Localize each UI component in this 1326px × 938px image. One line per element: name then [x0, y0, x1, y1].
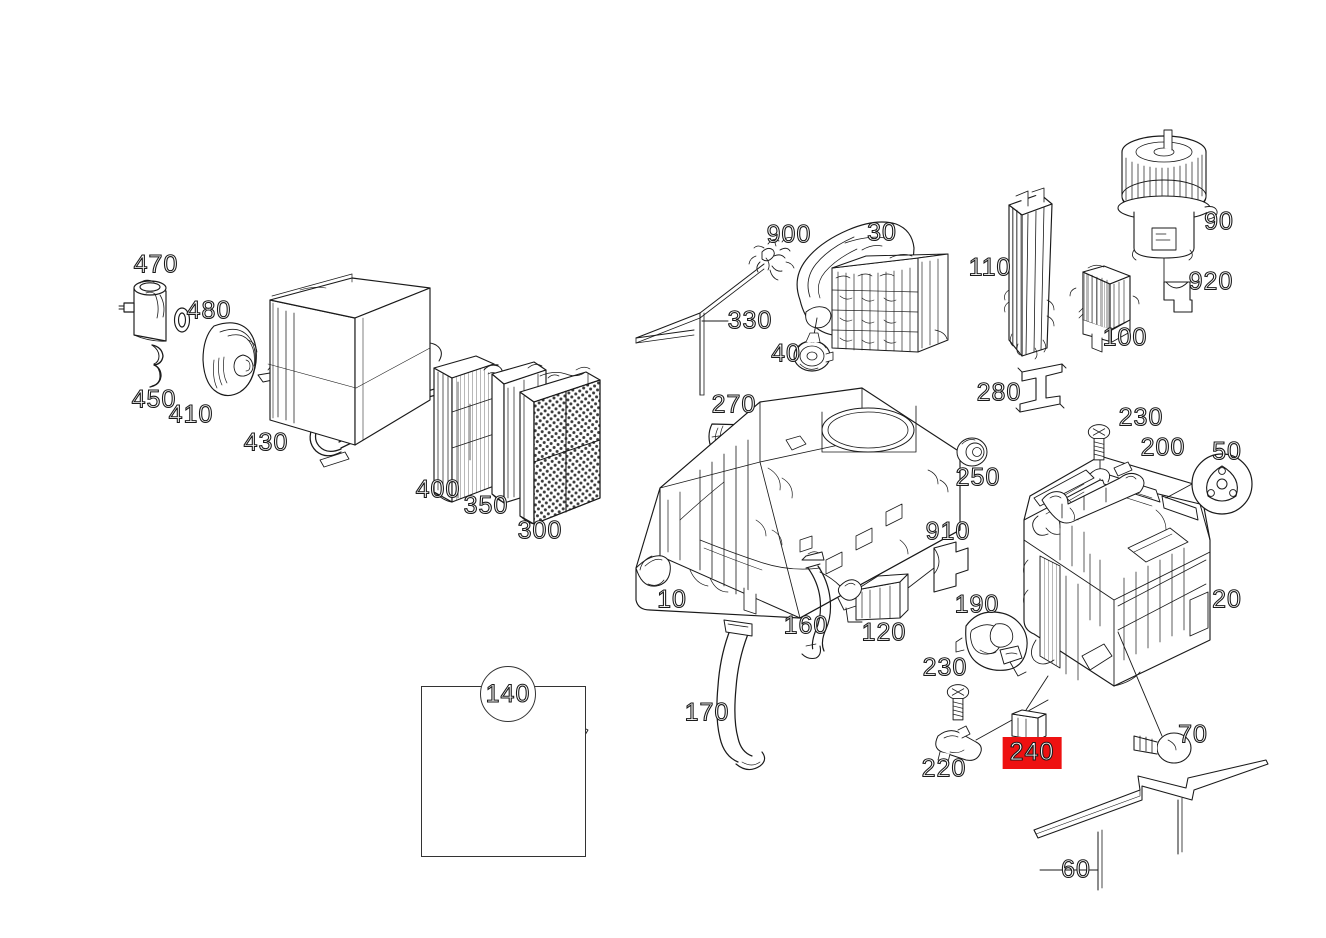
- callout-160[interactable]: 160: [783, 611, 829, 640]
- callout-220[interactable]: 220: [921, 754, 967, 783]
- callout-250[interactable]: 250: [955, 463, 1001, 492]
- part-470-expansion-valve: [118, 279, 167, 342]
- callout-900[interactable]: 900: [766, 220, 812, 249]
- callout-40[interactable]: 40: [771, 339, 801, 368]
- part-400-evaporator-frame: [433, 355, 503, 503]
- callout-410[interactable]: 410: [168, 400, 214, 429]
- callout-10[interactable]: 10: [657, 585, 687, 614]
- part-10-main-housing: [635, 387, 961, 619]
- part-920-bracket: [1163, 281, 1193, 313]
- linkage-detail-inset-box: [421, 686, 586, 857]
- callout-170[interactable]: 170: [684, 698, 730, 727]
- part-30-control-unit: [796, 221, 949, 353]
- callout-920[interactable]: 920: [1188, 267, 1234, 296]
- part-330-seal-strip: [635, 263, 765, 396]
- part-230-bolt-lower: [946, 684, 970, 721]
- callout-480[interactable]: 480: [186, 296, 232, 325]
- part-900-harness-clips: [748, 235, 795, 281]
- callout-100[interactable]: 100: [1102, 323, 1148, 352]
- callout-910[interactable]: 910: [925, 517, 971, 546]
- callout-470[interactable]: 470: [133, 250, 179, 279]
- part-250-grommet: [956, 437, 988, 467]
- callout-20[interactable]: 20: [1212, 585, 1242, 614]
- part-240-retaining-clip: [1011, 675, 1049, 741]
- callout-230b[interactable]: 230: [922, 653, 968, 682]
- part-70-rubber-mount: [1117, 631, 1192, 764]
- callout-70[interactable]: 70: [1178, 720, 1208, 749]
- part-200-linkage-lever: [1032, 461, 1145, 536]
- callout-200[interactable]: 200: [1140, 433, 1186, 462]
- part-190-servo-actuator: [955, 611, 1028, 677]
- callout-430[interactable]: 430: [243, 428, 289, 457]
- callout-300[interactable]: 300: [517, 516, 563, 545]
- part-300-filter-element: [519, 366, 601, 525]
- callout-450[interactable]: 450: [131, 385, 177, 414]
- part-120-water-valve: [819, 571, 909, 623]
- callout-230a[interactable]: 230: [1118, 403, 1164, 432]
- part-40-rotary-actuator: [793, 317, 834, 372]
- callout-270[interactable]: 270: [711, 390, 757, 419]
- callout-280[interactable]: 280: [976, 378, 1022, 407]
- part-170-condensate-hose: [716, 619, 766, 771]
- part-910-bracket: [907, 541, 969, 593]
- callout-240[interactable]: 240: [1002, 737, 1062, 769]
- callout-60[interactable]: 60: [1061, 855, 1091, 884]
- callout-50[interactable]: 50: [1212, 437, 1242, 466]
- callout-190[interactable]: 190: [954, 590, 1000, 619]
- callout-90[interactable]: 90: [1204, 207, 1234, 236]
- part-evaporator-core-block: [267, 273, 431, 446]
- part-280-bracket: [1015, 363, 1067, 413]
- part-230-bolt-upper: [1087, 424, 1111, 461]
- part-480-o-ring: [173, 307, 191, 333]
- callout-30[interactable]: 30: [867, 218, 897, 247]
- part-50-gasket-detail: [1165, 453, 1253, 515]
- part-220-mounting-clip: [935, 699, 1049, 763]
- part-60-insulation-mat: [1033, 759, 1269, 891]
- part-160-drain-hose: [801, 551, 832, 660]
- part-90-blower-fan: [1117, 129, 1218, 283]
- part-110-duct-panel: [1004, 187, 1055, 360]
- callout-330[interactable]: 330: [727, 306, 773, 335]
- part-410-insulation-cover: [202, 322, 258, 397]
- part-450-clip: [149, 344, 164, 388]
- callout-400[interactable]: 400: [415, 475, 461, 504]
- callout-110[interactable]: 110: [968, 253, 1012, 282]
- part-100-blower-regulator: [1069, 264, 1140, 353]
- callout-120[interactable]: 120: [861, 618, 907, 647]
- callout-350[interactable]: 350: [463, 491, 509, 520]
